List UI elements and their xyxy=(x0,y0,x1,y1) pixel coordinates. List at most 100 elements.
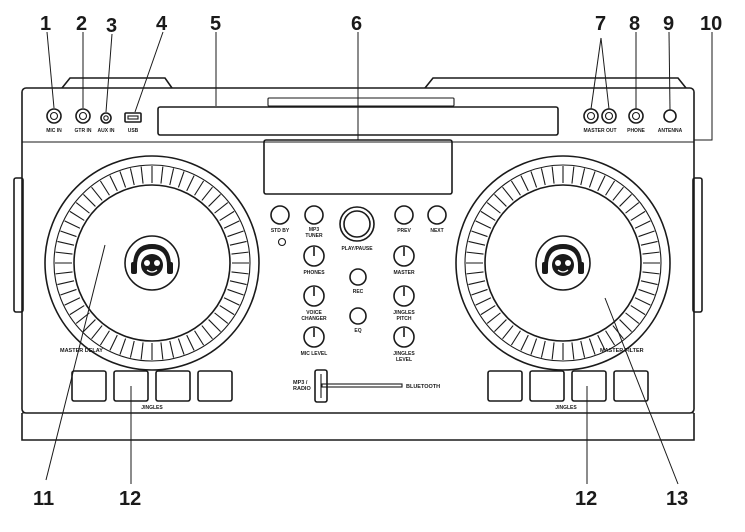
wheel-ridge xyxy=(530,171,538,188)
phones-knob[interactable] xyxy=(303,245,325,267)
master-out-jack-left[interactable] xyxy=(583,108,599,124)
wheel-ridge xyxy=(64,297,81,306)
callout-9: 9 xyxy=(663,13,674,35)
crossfader-track xyxy=(321,383,403,388)
wheel-ridge xyxy=(551,166,555,184)
wheel-ridge xyxy=(83,319,96,332)
wheel-ridge xyxy=(580,340,586,358)
left-jog-wheel[interactable] xyxy=(44,155,260,371)
leader-11 xyxy=(45,244,106,481)
left-jingle-pad-1[interactable] xyxy=(71,370,107,402)
mp3-label: MP3 xyxy=(309,227,320,233)
wheel-ridge xyxy=(140,166,144,184)
wheel-ridge xyxy=(160,166,164,184)
left-jingle-pad-4[interactable] xyxy=(197,370,233,402)
jingles-pitch-label-2: PITCH xyxy=(397,316,412,322)
jingles-pitch-knob[interactable] xyxy=(393,285,415,307)
wheel-ridge xyxy=(75,202,90,214)
phones-label: PHONES xyxy=(303,270,325,276)
wheel-ridge xyxy=(177,171,185,188)
phone-jack[interactable] xyxy=(628,108,644,124)
callout-1: 1 xyxy=(40,13,51,35)
jingles-level-knob[interactable] xyxy=(393,326,415,348)
antenna-jack[interactable] xyxy=(663,109,677,123)
master-knob[interactable] xyxy=(393,245,415,267)
wheel-ridge xyxy=(194,330,205,346)
play-pause-label: PLAY/PAUSE xyxy=(341,246,373,252)
callout-3: 3 xyxy=(106,15,117,37)
wheel-ridge xyxy=(231,251,249,255)
right-jingle-pad-1[interactable] xyxy=(487,370,523,402)
wheel-ridge xyxy=(229,280,247,286)
wheel-ridge xyxy=(471,230,488,238)
leader-9 xyxy=(668,31,671,111)
top-right-handle xyxy=(424,77,687,89)
callout-6: 6 xyxy=(351,13,362,35)
wheel-ridge xyxy=(129,168,135,186)
wheel-ridge xyxy=(638,288,655,296)
crossfader-handle[interactable] xyxy=(314,369,328,403)
wheel-ridge xyxy=(177,338,185,355)
aux-in-label: AUX IN xyxy=(98,128,115,134)
wheel-ridge xyxy=(540,168,546,186)
wheel-ridge xyxy=(186,334,195,351)
wheel-ridge xyxy=(597,175,606,192)
wheel-ridge xyxy=(486,312,501,324)
wheel-ridge xyxy=(160,342,164,360)
wheel-ridge xyxy=(597,334,606,351)
antenna-label: ANTENNA xyxy=(658,128,683,134)
aux-in-jack[interactable] xyxy=(100,112,112,124)
mic-level-knob[interactable] xyxy=(303,326,325,348)
wheel-ridge xyxy=(91,186,103,201)
wheel-ridge xyxy=(69,210,85,221)
leader-1 xyxy=(46,31,55,109)
callout-12-right: 12 xyxy=(575,488,597,510)
wheel-ridge xyxy=(99,330,110,346)
phone-label: PHONE xyxy=(627,128,645,134)
gtr-in-label: GTR IN xyxy=(75,128,92,134)
right-jog-wheel[interactable] xyxy=(455,155,671,371)
prev-label: PREV xyxy=(397,228,411,234)
right-jingle-pad-3[interactable] xyxy=(571,370,607,402)
next-label: NEXT xyxy=(430,228,443,234)
prev-button[interactable] xyxy=(394,205,414,225)
next-button[interactable] xyxy=(427,205,447,225)
crossfader-left-label-1: MP3 / xyxy=(293,380,308,386)
changer-label: CHANGER xyxy=(301,316,327,322)
wheel-ridge xyxy=(231,271,249,275)
leader-7a xyxy=(590,37,602,110)
voice-changer-knob[interactable] xyxy=(303,285,325,307)
wheel-ridge xyxy=(194,180,205,196)
mic-in-jack[interactable] xyxy=(46,108,62,124)
right-jingle-pad-4[interactable] xyxy=(613,370,649,402)
standby-label: STD BY xyxy=(271,228,290,234)
usb-port[interactable] xyxy=(124,112,142,123)
left-jingles-label: JINGLES xyxy=(141,405,163,411)
mp3-tuner-button[interactable] xyxy=(304,205,324,225)
wheel-ridge xyxy=(69,305,85,316)
eq-button[interactable] xyxy=(349,307,367,325)
wheel-ridge xyxy=(520,334,529,351)
play-pause-button[interactable] xyxy=(339,206,375,242)
wheel-ridge xyxy=(625,202,640,214)
wheel-ridge xyxy=(57,280,75,286)
left-jingle-pad-3[interactable] xyxy=(155,370,191,402)
wheel-ridge xyxy=(60,230,77,238)
wheel-ridge xyxy=(605,330,616,346)
wheel-ridge xyxy=(99,180,110,196)
right-jingle-pad-2[interactable] xyxy=(529,370,565,402)
master-out-jack-right[interactable] xyxy=(601,108,617,124)
wheel-ridge xyxy=(625,312,640,324)
wheel-ridge xyxy=(510,180,521,196)
wheel-ridge xyxy=(640,240,658,246)
rec-button[interactable] xyxy=(349,268,367,286)
wheel-ridge xyxy=(227,288,244,296)
wheel-ridge xyxy=(588,338,596,355)
top-left-handle xyxy=(61,77,173,89)
device-plinth xyxy=(21,413,695,441)
wheel-ridge xyxy=(605,180,616,196)
gtr-in-jack[interactable] xyxy=(75,108,91,124)
standby-button[interactable] xyxy=(270,205,290,225)
wheel-ridge xyxy=(208,194,221,207)
disc-slot-lid xyxy=(267,97,455,107)
